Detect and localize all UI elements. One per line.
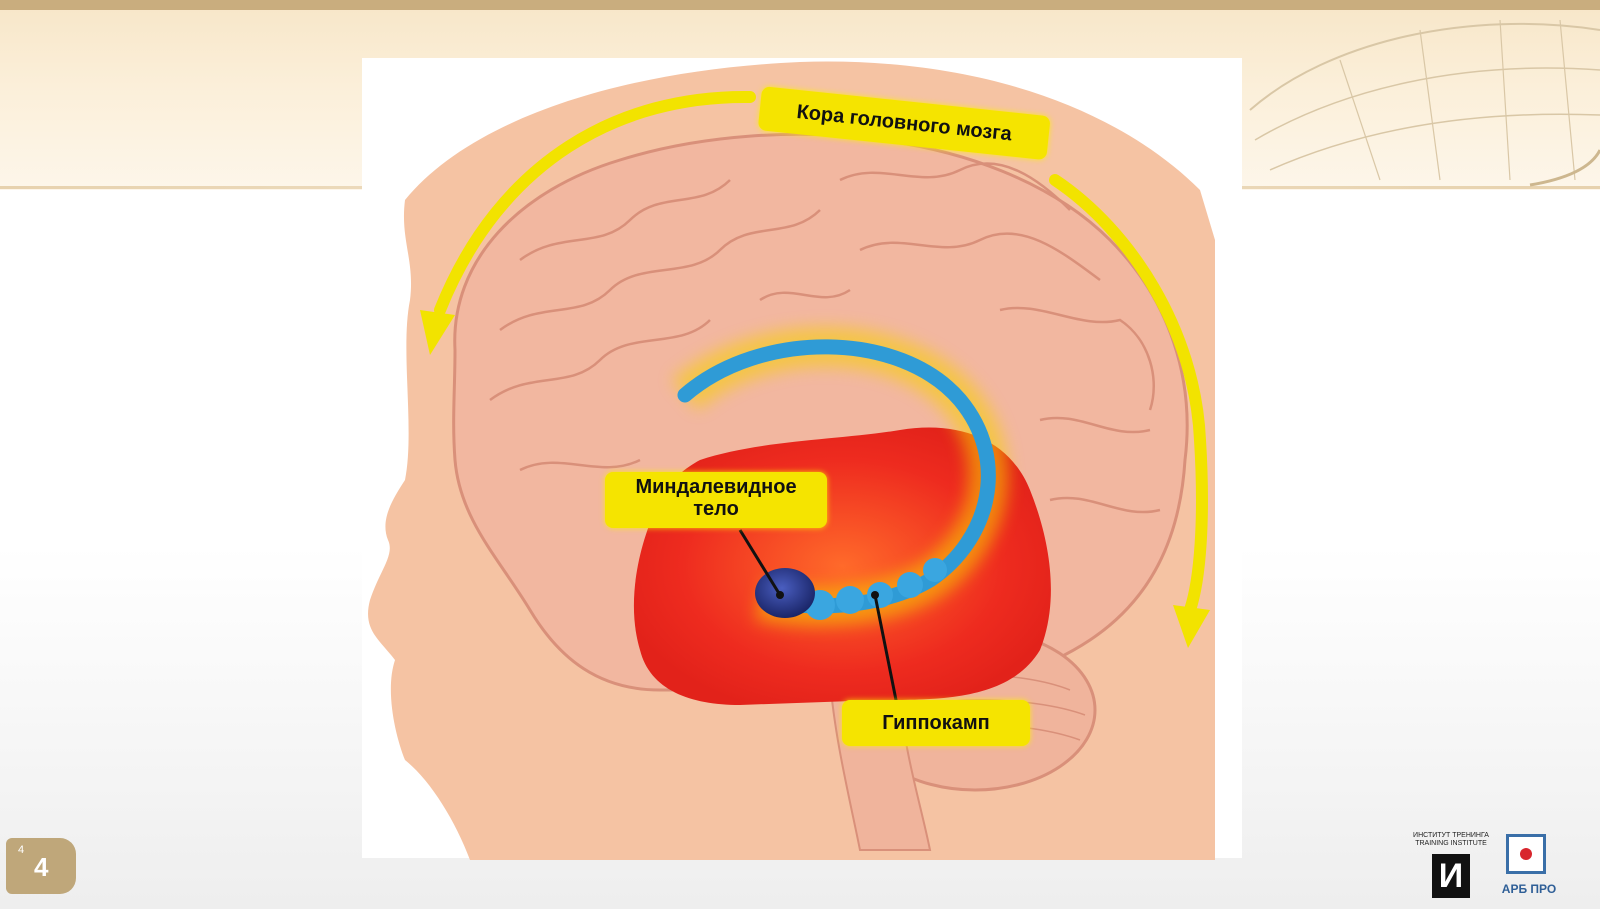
cortex-arrow-left-head (420, 310, 455, 355)
cortex-arrow-right (1049, 174, 1208, 616)
cortex-arrow-right-head (1173, 605, 1210, 648)
hippocampus-nodules (805, 558, 947, 620)
arb-logo-text: АРБ ПРО (1501, 882, 1557, 896)
page-superscript: 4 (18, 844, 25, 856)
brain-gyri (489, 162, 1161, 514)
amygdala-pointer (738, 529, 782, 596)
training-institute-logo: ИНСТИТУТ ТРЕНИНГА TRAINING INSTITUTE И (1404, 832, 1498, 902)
amygdala-label-line1: Миндалевидное (635, 476, 797, 498)
amygdala (755, 568, 815, 618)
header-border (0, 0, 1600, 10)
cortex-arrow-left (434, 90, 756, 316)
arb-logo-square (1506, 834, 1546, 874)
institute-name-ru: ИНСТИТУТ ТРЕНИНГА (1413, 832, 1489, 839)
hippocampus-pointer (873, 594, 899, 706)
institute-mark: И (1432, 854, 1470, 898)
arb-logo-dot (1520, 848, 1532, 860)
page-number-badge: 4 4 (6, 838, 76, 894)
arb-pro-logo: АРБ ПРО (1500, 830, 1558, 906)
amygdala-label: Миндалевидное тело (605, 472, 827, 528)
institute-name-en: TRAINING INSTITUTE (1415, 840, 1487, 847)
amygdala-label-line2: тело (693, 498, 739, 520)
hippocampus-label: Гиппокамп (842, 700, 1030, 746)
page-number: 4 (34, 852, 49, 882)
